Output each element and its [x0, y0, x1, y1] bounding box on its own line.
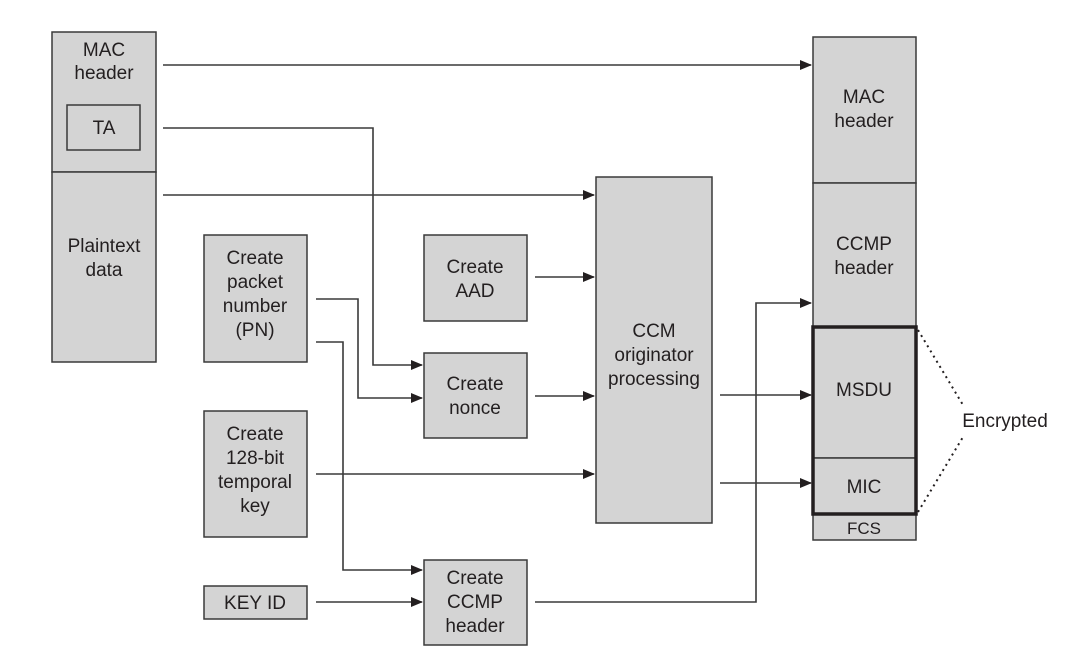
pn-label-3: number: [223, 296, 288, 317]
output-frame: MAC header CCMP header MSDU MIC FCS: [811, 36, 918, 541]
ccm-originator-box: CCM originator processing: [595, 176, 713, 524]
arrow-ta-to-nonce: [163, 127, 423, 370]
plaintext-label-2: data: [86, 260, 123, 281]
out-mac-label-1: MAC: [843, 87, 885, 108]
ccmp-create-label-3: header: [445, 616, 505, 637]
aad-label-2: AAD: [455, 281, 494, 302]
out-mac-header-block: [812, 36, 917, 184]
out-ccmp-label-2: header: [834, 258, 894, 279]
create-ccmp-header-box: Create CCMP header: [423, 559, 528, 646]
arrow-ccmp-header-to-output: [535, 298, 812, 603]
tk-label-2: 128-bit: [226, 448, 285, 469]
create-aad-box: Create AAD: [423, 234, 528, 322]
ccm-label-1: CCM: [632, 321, 675, 342]
fcs-label: FCS: [847, 519, 881, 538]
key-id-label: KEY ID: [224, 593, 286, 614]
arrow-pn-to-nonce: [316, 298, 423, 403]
out-msdu-block: [812, 326, 917, 459]
arrow-pn-to-ccmp-header: [316, 341, 423, 575]
out-ccmp-header-block: [812, 182, 917, 328]
nonce-label-2: nonce: [449, 398, 501, 419]
ccmp-create-label-2: CCMP: [447, 592, 503, 613]
encrypted-dotted-line-bottom: [917, 436, 964, 513]
msdu-label: MSDU: [836, 380, 892, 401]
tk-label-3: temporal: [218, 472, 292, 493]
connectors: [163, 60, 812, 607]
tk-label-1: Create: [226, 424, 283, 445]
aad-label-1: Create: [446, 257, 503, 278]
nonce-label-1: Create: [446, 374, 503, 395]
source-mac-label-2: header: [74, 63, 134, 84]
create-temporal-key-box: Create 128-bit temporal key: [203, 410, 308, 538]
pn-label-1: Create: [226, 248, 283, 269]
source-mac-label-1: MAC: [83, 40, 125, 61]
ccmp-create-label-1: Create: [446, 568, 503, 589]
out-mic-block: [812, 457, 917, 515]
key-id-box: KEY ID: [203, 585, 308, 620]
source-mac-header-block: [51, 31, 157, 173]
ccm-label-2: originator: [614, 345, 694, 366]
source-plaintext-block: [51, 171, 157, 363]
create-pn-box: Create packet number (PN): [203, 234, 308, 363]
ccm-label-3: processing: [608, 369, 700, 390]
out-mac-label-2: header: [834, 111, 894, 132]
ta-label: TA: [93, 118, 116, 139]
pn-label-4: (PN): [235, 320, 274, 341]
encrypted-label: Encrypted: [962, 411, 1048, 432]
tk-label-4: key: [240, 496, 270, 517]
ta-field: [66, 104, 141, 151]
encrypted-annotation: Encrypted: [917, 329, 1048, 513]
encrypted-dotted-line-top: [917, 329, 964, 406]
encrypted-region-outline: [811, 325, 918, 516]
out-fcs-block: [812, 513, 917, 541]
create-nonce-box: Create nonce: [423, 352, 528, 439]
pn-label-2: packet: [227, 272, 284, 293]
source-frame: MAC header TA Plaintext data: [51, 31, 157, 363]
plaintext-label-1: Plaintext: [68, 236, 142, 257]
mic-label: MIC: [847, 477, 882, 498]
out-ccmp-label-1: CCMP: [836, 234, 892, 255]
